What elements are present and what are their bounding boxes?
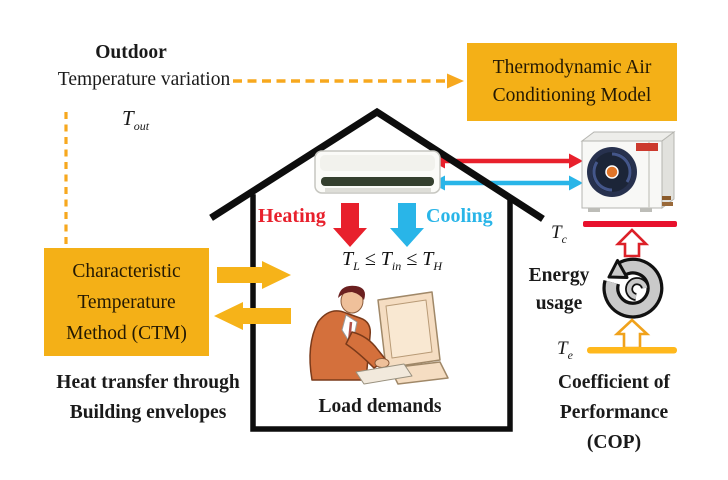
heating-down-arrow-icon bbox=[333, 203, 367, 247]
energy-up-arrow-red-icon bbox=[614, 228, 650, 258]
model-box-line1: Thermodynamic Air bbox=[492, 57, 652, 78]
model-box-line2: Conditioning Model bbox=[492, 85, 652, 106]
ctm-heat-out-arrow-icon bbox=[214, 302, 291, 330]
ctm-heat-in-arrow-icon bbox=[217, 261, 291, 289]
ctm-box-line1: Characteristic bbox=[72, 260, 181, 282]
cop-caption: Coefficient of Performance (COP) bbox=[538, 368, 690, 458]
ctm-caption: Heat transfer through Building envelopes bbox=[33, 368, 263, 428]
load-demands-label: Load demands bbox=[318, 396, 442, 417]
condenser-temp-line bbox=[583, 221, 677, 227]
ctm-box: Characteristic Temperature Method (CTM) bbox=[44, 248, 209, 356]
tc-label: Tc bbox=[551, 222, 567, 246]
ctm-box-line2: Temperature bbox=[77, 291, 176, 313]
outdoor-ac-unit bbox=[580, 131, 676, 212]
te-label: Te bbox=[557, 338, 573, 362]
cop-line3: (COP) bbox=[586, 432, 642, 453]
evaporator-temp-line bbox=[587, 347, 677, 354]
t-out-label: Tout bbox=[122, 106, 150, 134]
indoor-ac-unit bbox=[314, 150, 441, 194]
ctm-box-line3: Method (CTM) bbox=[66, 322, 187, 344]
energy-up-arrow-yellow-icon bbox=[613, 318, 651, 350]
cooling-label: Cooling bbox=[426, 205, 493, 227]
person-computer-illustration bbox=[309, 285, 449, 385]
cop-line2: Performance bbox=[559, 402, 669, 423]
energy-usage-label: Energy usage bbox=[528, 265, 590, 314]
cop-line1: Coefficient of bbox=[557, 372, 671, 393]
cold-exchange-arrow-icon bbox=[431, 175, 583, 191]
temperature-formula: TL ≤ Tin ≤ TH bbox=[341, 248, 443, 273]
outdoor-title: Outdoor bbox=[95, 42, 167, 63]
cycle-icon bbox=[602, 257, 664, 319]
outdoor-subtitle: Temperature variation bbox=[57, 69, 231, 90]
ctm-caption-line2: Building envelopes bbox=[69, 402, 227, 423]
ctm-caption-line1: Heat transfer through bbox=[56, 372, 240, 393]
heating-label: Heating bbox=[258, 205, 326, 227]
cooling-down-arrow-icon bbox=[390, 203, 424, 247]
dashed-arrow-to-model-icon bbox=[233, 73, 464, 89]
thermodynamic-model-box: Thermodynamic Air Conditioning Model bbox=[467, 43, 677, 121]
